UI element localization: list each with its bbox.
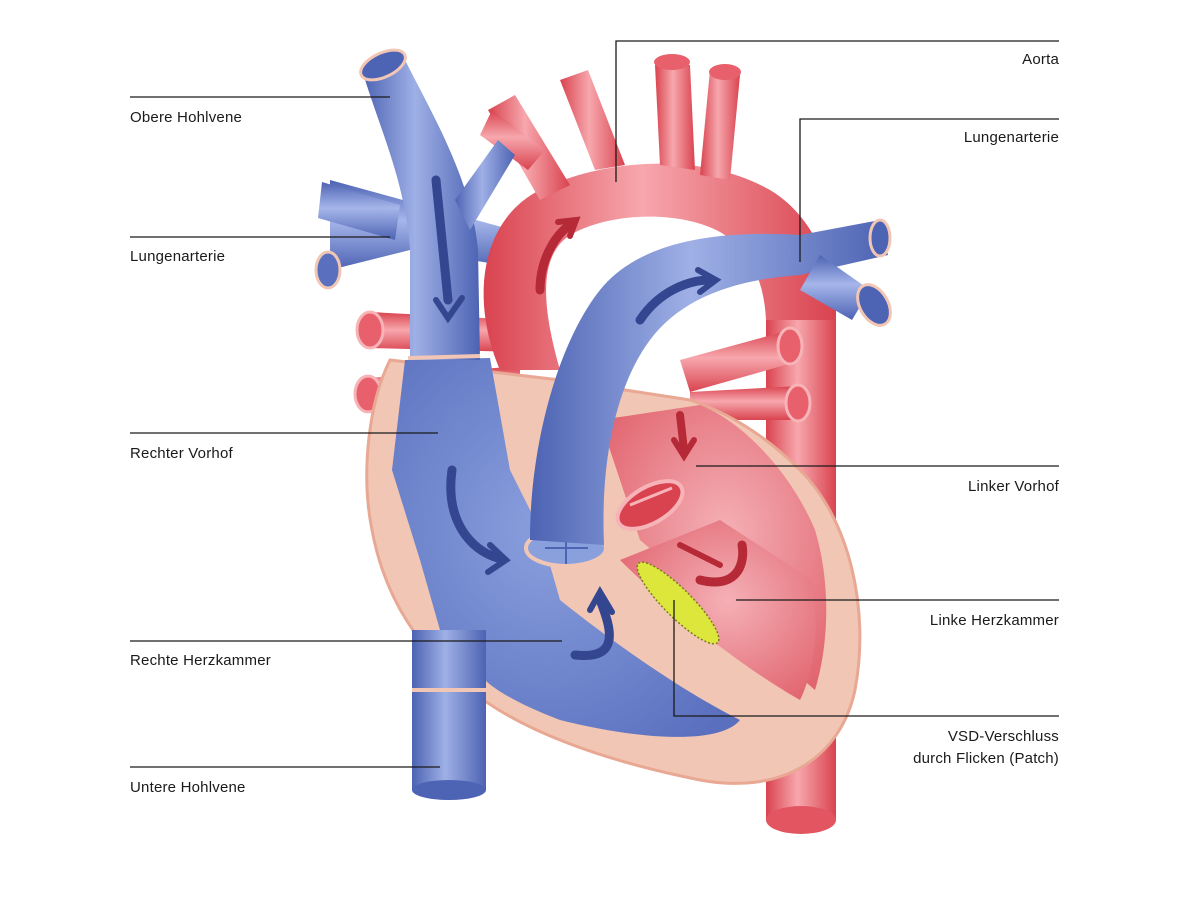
aorta <box>480 54 836 370</box>
left-heart-chambers <box>600 405 827 700</box>
label-rechte-herzkammer: Rechte Herzkammer <box>130 652 271 669</box>
label-untere-hohlvene: Untere Hohlvene <box>130 779 246 796</box>
pulmonary-veins-right <box>680 326 812 423</box>
label-aorta: Aorta <box>1022 51 1059 68</box>
label-lungenarterie-left: Lungenarterie <box>130 248 226 265</box>
label-lungenarterie-right: Lungenarterie <box>963 129 1059 146</box>
inferior-vena-cava <box>412 630 486 800</box>
label-obere-hohlvene: Obere Hohlvene <box>130 109 243 126</box>
label-vsd-verschluss: VSD-Verschluss <box>947 728 1059 745</box>
label-rechter-vorhof: Rechter Vorhof <box>130 445 233 462</box>
pulmonary-artery <box>530 218 892 545</box>
label-vsd-verschluss-line2: durch Flicken (Patch) <box>913 750 1059 767</box>
vsd-patch <box>636 561 720 645</box>
flow-arrows <box>431 175 748 661</box>
leader-lines <box>130 40 1059 768</box>
label-linke-herzkammer: Linke Herzkammer <box>929 612 1059 629</box>
label-linker-vorhof: Linker Vorhof <box>968 478 1059 495</box>
